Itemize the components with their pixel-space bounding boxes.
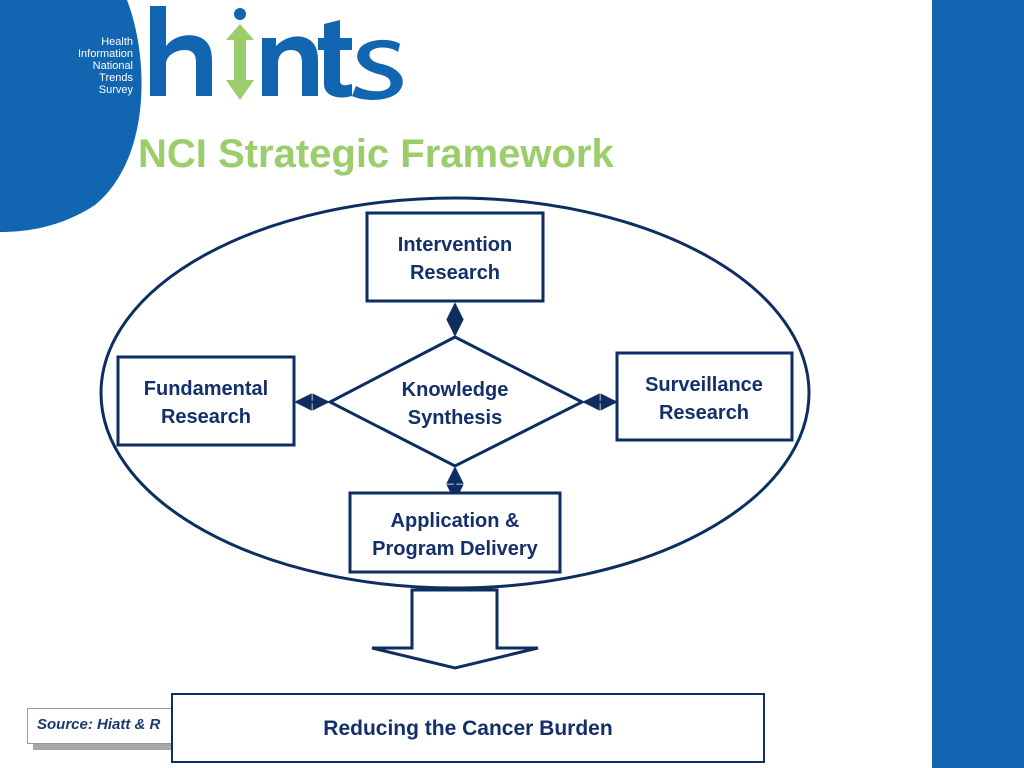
hints-logo <box>150 6 352 100</box>
node-surveillance-research: Surveillance Research <box>615 351 794 442</box>
framework-diagram: Intervention Research Fundamental Resear… <box>99 196 811 670</box>
node-application-delivery: Application & Program Delivery <box>348 491 562 574</box>
node-label: Synthesis <box>408 407 502 429</box>
logo-tagline-line: Health <box>101 36 133 48</box>
source-citation: Source: Hiatt & R <box>37 716 161 733</box>
node-label: Application & <box>391 510 520 532</box>
logo-tagline: Health Information National Trends Surve… <box>40 36 133 96</box>
logo-corner-shape <box>0 0 142 232</box>
node-label: Intervention <box>398 234 512 256</box>
outcome-box: Reducing the Cancer Burden <box>171 693 765 763</box>
down-arrow-icon <box>371 588 539 670</box>
node-label: Surveillance <box>645 374 763 396</box>
page-title: NCI Strategic Framework <box>138 132 614 176</box>
brand-side-bar <box>932 0 1024 768</box>
node-label: Fundamental <box>144 378 268 400</box>
logo-tagline-line: National <box>92 60 133 72</box>
node-knowledge-synthesis: Knowledge Synthesis <box>326 335 586 468</box>
source-citation-box: Source: Hiatt & R <box>27 708 189 744</box>
node-intervention-research: Intervention Research <box>365 211 545 303</box>
node-fundamental-research: Fundamental Research <box>116 355 296 447</box>
logo-tagline-line: Information <box>77 48 133 60</box>
node-label: Research <box>659 402 749 424</box>
logo-tagline-line: Survey <box>98 84 133 96</box>
outcome-label: Reducing the Cancer Burden <box>323 717 613 740</box>
logo-tagline-line: Trends <box>99 72 133 84</box>
node-label: Research <box>161 406 251 428</box>
hints-logo-s <box>352 39 403 100</box>
node-label: Research <box>410 262 500 284</box>
node-label: Knowledge <box>402 379 509 401</box>
node-label: Program Delivery <box>372 538 539 560</box>
